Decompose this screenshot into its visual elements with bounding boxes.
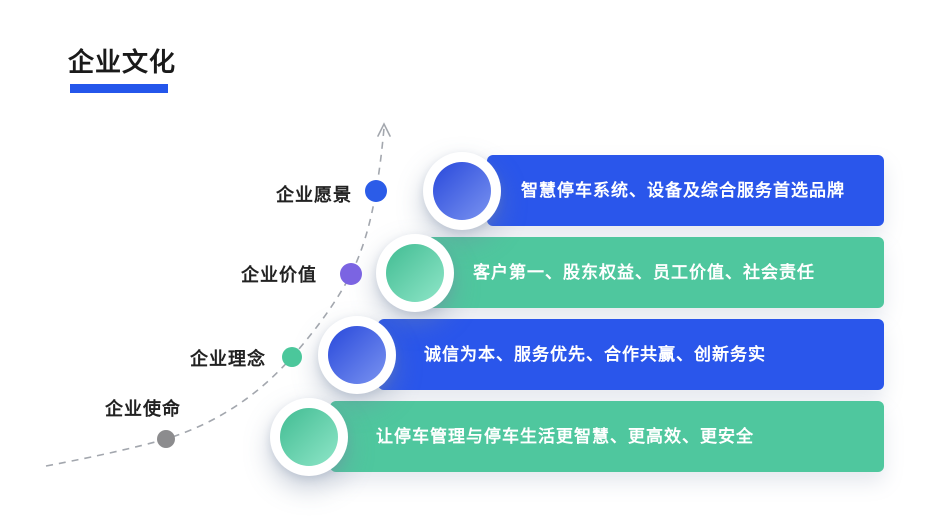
mission-banner: 让停车管理与停车生活更智慧、更高效、更安全 (330, 401, 884, 472)
vision-banner-text: 智慧停车系统、设备及综合服务首选品牌 (521, 181, 845, 200)
value-banner-text: 客户第一、股东权益、员工价值、社会责任 (473, 263, 815, 282)
value-banner: 客户第一、股东权益、员工价值、社会责任 (427, 237, 884, 308)
value-label: 企业价值 (241, 265, 317, 285)
value-curve-dot-icon (340, 263, 362, 285)
vision-label: 企业愿景 (276, 185, 352, 205)
philosophy-banner-text: 诚信为本、服务优先、合作共赢、创新务实 (424, 345, 766, 364)
value-bubble-circle-icon (386, 244, 444, 302)
vision-banner: 智慧停车系统、设备及综合服务首选品牌 (487, 155, 884, 226)
mission-banner-text: 让停车管理与停车生活更智慧、更高效、更安全 (376, 427, 754, 446)
value-bubble (376, 234, 454, 312)
mission-bubble (270, 398, 348, 476)
philosophy-curve-dot-icon (282, 347, 302, 367)
vision-curve-dot-icon (365, 180, 387, 202)
philosophy-label: 企业理念 (190, 349, 266, 369)
vision-bubble-circle-icon (433, 162, 491, 220)
philosophy-bubble-circle-icon (328, 326, 386, 384)
page-title: 企业文化 (68, 47, 177, 77)
mission-bubble-circle-icon (280, 408, 338, 466)
vision-bubble (423, 152, 501, 230)
up-arrow-icon (377, 122, 391, 137)
philosophy-bubble (318, 316, 396, 394)
title-underline (70, 84, 168, 93)
mission-curve-dot-icon (157, 430, 175, 448)
philosophy-banner: 诚信为本、服务优先、合作共赢、创新务实 (378, 319, 884, 390)
mission-label: 企业使命 (105, 399, 181, 419)
